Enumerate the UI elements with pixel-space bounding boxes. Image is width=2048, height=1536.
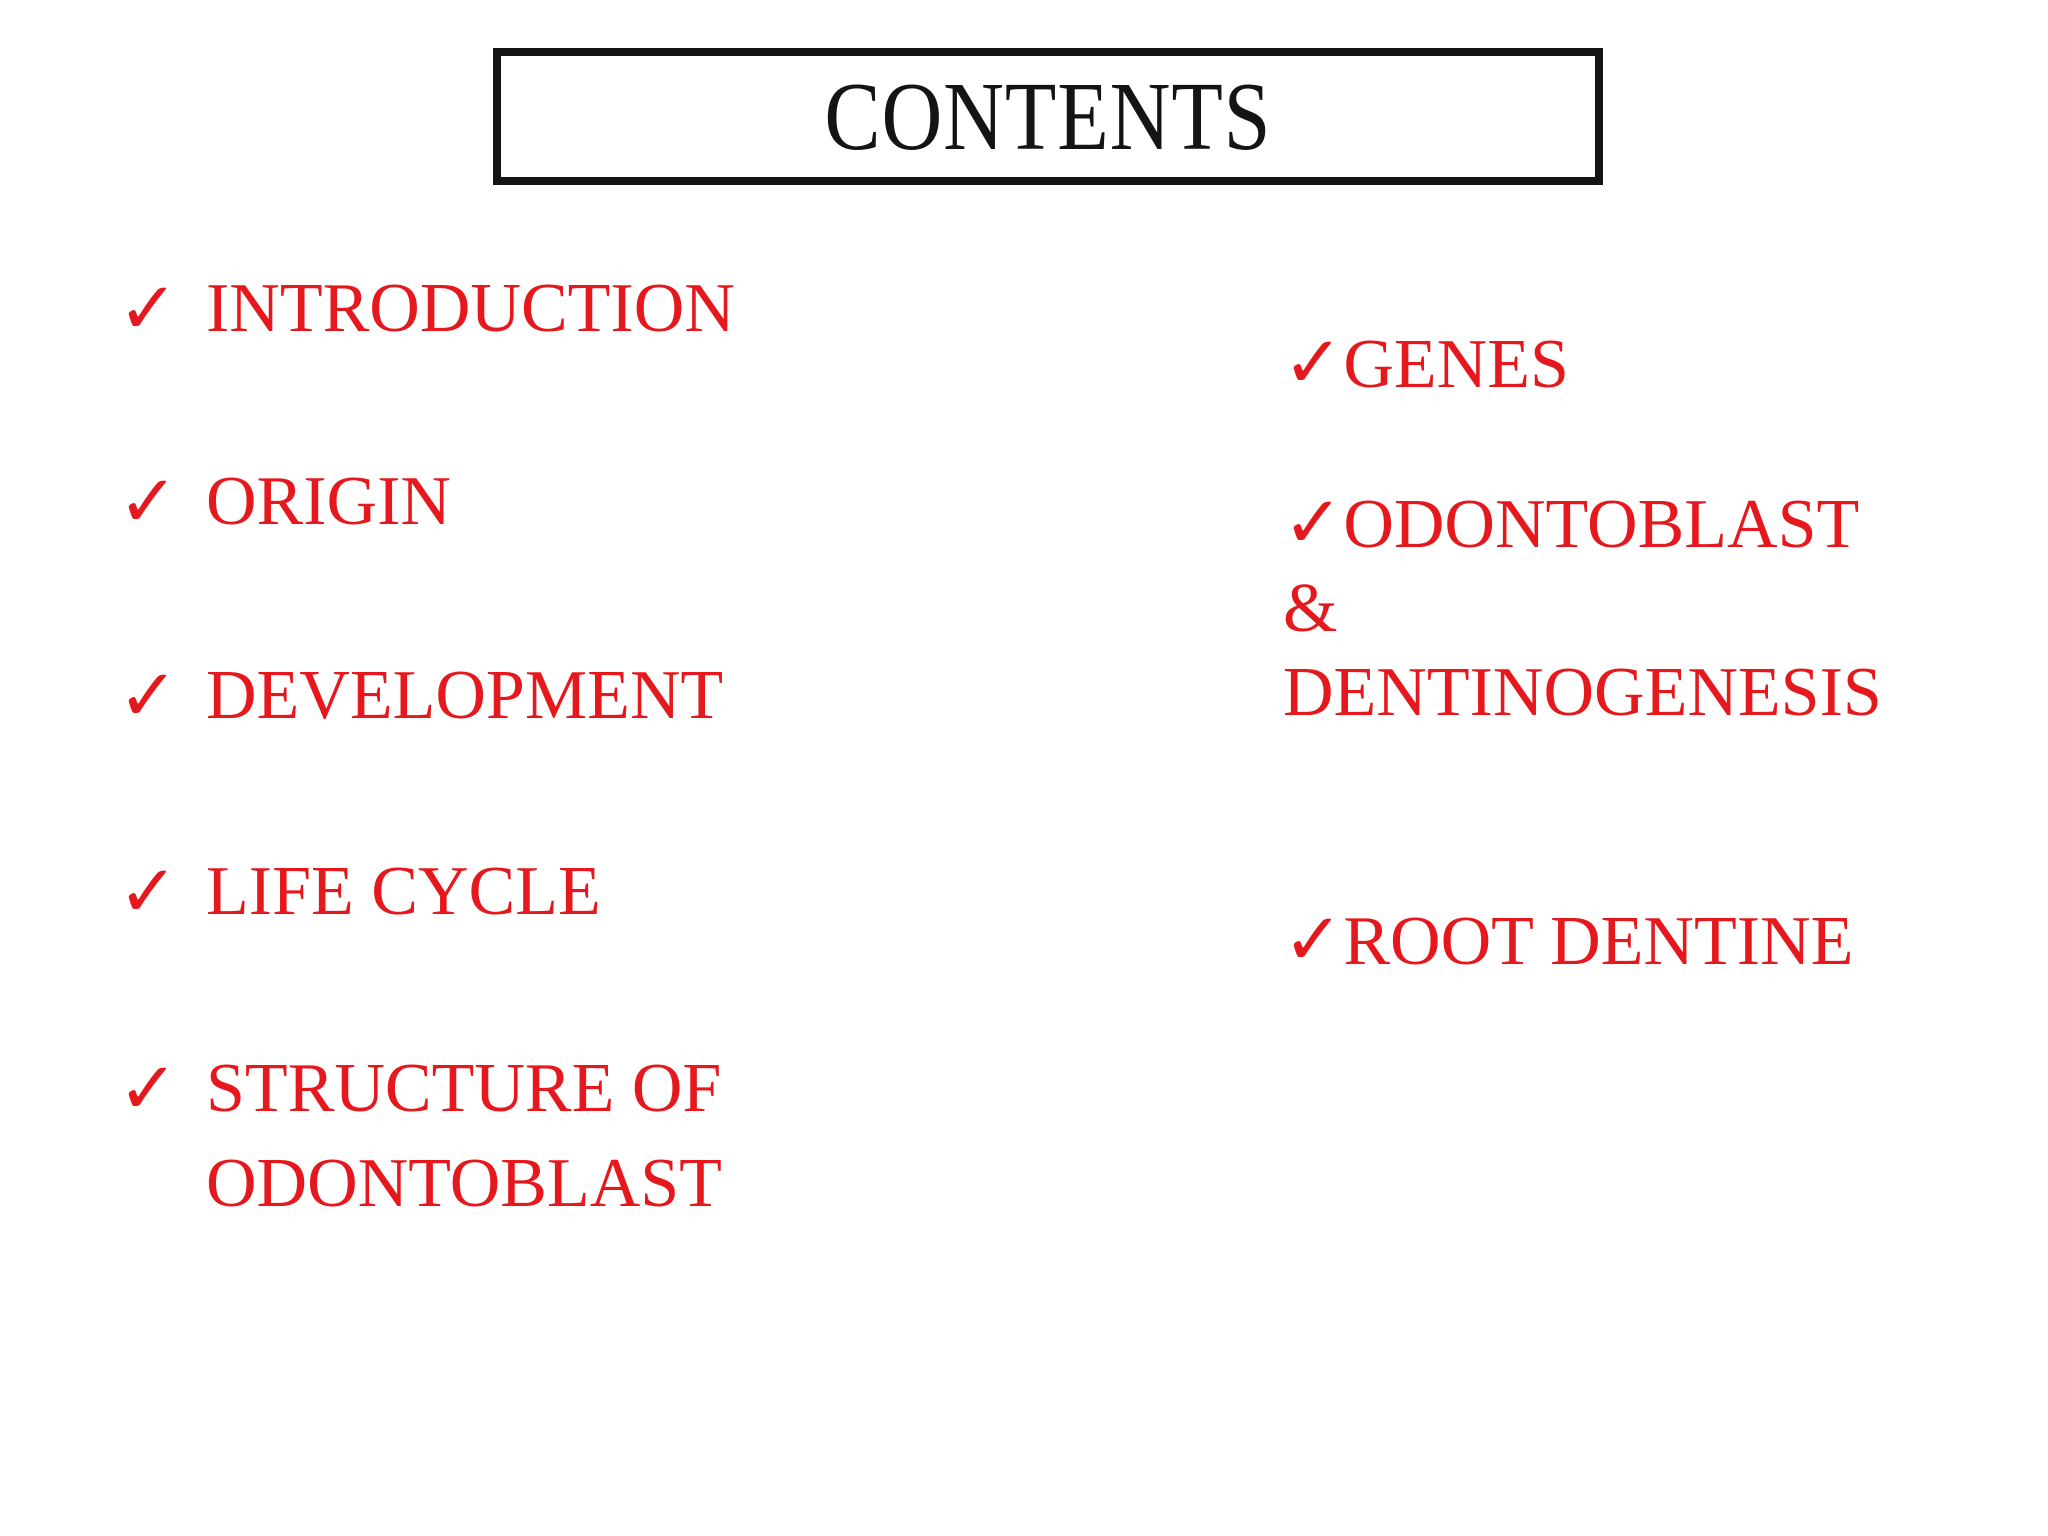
list-item-label: LIFE CYCLE bbox=[206, 853, 601, 930]
list-item-label: STRUCTURE OF ODONTOBLAST bbox=[206, 1050, 722, 1222]
list-item-structure-of-odontoblast: ✓ STRUCTURE OF ODONTOBLAST bbox=[118, 1041, 722, 1231]
page-title: CONTENTS bbox=[824, 62, 1272, 171]
checkmark-icon: ✓ bbox=[118, 459, 179, 543]
list-item-label: ✓ROOT DENTINE bbox=[1283, 897, 1854, 981]
checkmark-icon: ✓ bbox=[118, 266, 179, 350]
list-item-odontoblast-dentinogenesis: ✓ODONTOBLAST & DENTINOGENESIS bbox=[1283, 480, 1882, 735]
checkmark-icon: ✓ bbox=[118, 849, 179, 933]
list-item-origin: ✓ ORIGIN bbox=[118, 454, 451, 549]
list-item-label: DENTINOGENESIS bbox=[1283, 654, 1882, 731]
checkmark-icon: ✓ bbox=[1283, 320, 1344, 404]
list-item-life-cycle: ✓ LIFE CYCLE bbox=[118, 844, 601, 939]
list-item-genes: ✓GENES bbox=[1283, 320, 1569, 407]
list-item-label: ✓ODONTOBLAST bbox=[1283, 480, 1860, 564]
list-item-label: & bbox=[1283, 570, 1338, 647]
list-item-label: ORIGIN bbox=[206, 463, 451, 540]
list-item-label: INTRODUCTION bbox=[206, 270, 735, 347]
checkmark-icon: ✓ bbox=[118, 1046, 179, 1130]
list-item-development: ✓ DEVELOPMENT bbox=[118, 648, 723, 743]
list-item-root-dentine: ✓ROOT DENTINE bbox=[1283, 897, 1853, 984]
checkmark-icon: ✓ bbox=[118, 653, 179, 737]
checkmark-icon: ✓ bbox=[1283, 480, 1344, 564]
checkmark-icon: ✓ bbox=[1283, 897, 1344, 981]
list-item-label: ✓GENES bbox=[1283, 320, 1569, 404]
title-box: CONTENTS bbox=[493, 48, 1603, 185]
list-item-label: DEVELOPMENT bbox=[206, 657, 724, 734]
list-item-introduction: ✓ INTRODUCTION bbox=[118, 261, 735, 356]
